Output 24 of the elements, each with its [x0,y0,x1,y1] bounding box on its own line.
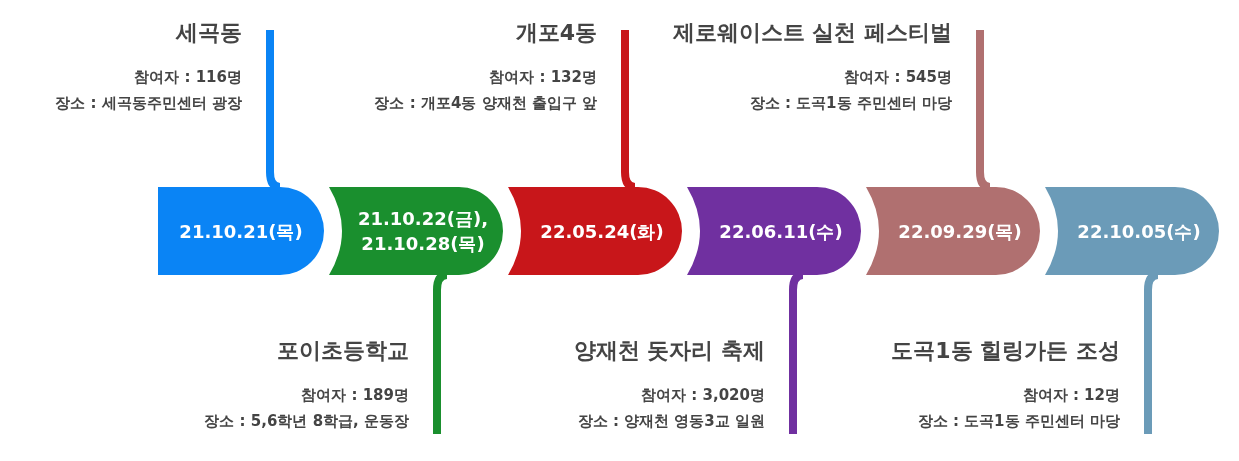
location-text: 장소 : 5,6학년 8학급, 운동장 [203,411,409,432]
location-text: 장소 : 세곡동주민센터 광장 [54,93,242,114]
date-tab: 22.06.11(수) [687,187,861,275]
event-title: 개포4동 [514,19,597,47]
event-title: 도곡1동 힐링가든 조성 [890,337,1120,365]
attendance-text: 참여자 : 132명 [488,67,597,88]
location-text: 장소 : 도곡1동 주민센터 마당 [916,411,1120,432]
attendance-text: 참여자 : 116명 [133,67,242,88]
event-title: 세곡동 [174,19,242,47]
event-title: 제로웨이스트 실천 페스티벌 [671,19,952,47]
date-tab: 22.10.05(수) [1045,187,1219,275]
attendance-text: 참여자 : 12명 [1021,385,1120,406]
date-tab: 21.10.22(금), 21.10.28(목) [329,187,503,275]
attendance-text: 참여자 : 189명 [300,385,409,406]
date-tab: 22.09.29(목) [866,187,1040,275]
date-tab: 21.10.21(목) [158,187,324,275]
event-title: 포이초등학교 [276,337,409,365]
location-text: 장소 : 양재천 영동3교 일원 [576,411,765,432]
attendance-text: 참여자 : 545명 [843,67,952,88]
event-title: 양재천 돗자리 축제 [572,337,765,365]
date-tab: 22.05.24(화) [508,187,682,275]
location-text: 장소 : 개포4동 양재천 출입구 앞 [373,93,597,114]
attendance-text: 참여자 : 3,020명 [640,385,765,406]
location-text: 장소 : 도곡1동 주민센터 마당 [748,93,952,114]
